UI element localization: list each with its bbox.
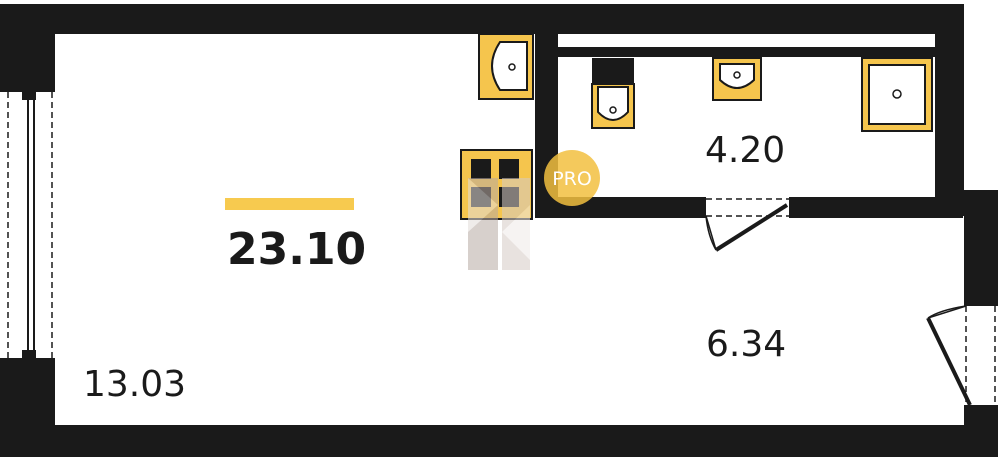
- wall-bath-inner: [558, 47, 935, 57]
- pro-watermark: PRO: [544, 150, 600, 206]
- wall-left-upper: [0, 4, 55, 92]
- room-area-bathroom: 4.20: [705, 130, 785, 171]
- total-area-accent-bar: [225, 198, 354, 210]
- door-icon: [926, 298, 998, 413]
- washbasin-icon: [712, 57, 762, 101]
- wall-right-upper: [935, 4, 964, 194]
- toilet-icon: [591, 58, 635, 129]
- total-area-label: 23.10: [227, 224, 366, 275]
- wall-bottom: [0, 425, 998, 457]
- walls: [0, 4, 998, 457]
- shower-tray-icon: [861, 57, 933, 132]
- wall-right-bottom: [964, 410, 998, 457]
- wall-top: [0, 4, 964, 34]
- wall-right-mid: [964, 190, 998, 300]
- window-icon: [3, 92, 55, 358]
- wall-bath-bottom-right: [795, 197, 963, 218]
- pro-watermark-label: PRO: [552, 168, 592, 190]
- logo-icon: [468, 178, 530, 270]
- sink-icon: [478, 33, 534, 100]
- room-area-living: 13.03: [83, 364, 186, 405]
- door-icon: [698, 197, 797, 252]
- room-area-hallway: 6.34: [706, 324, 786, 365]
